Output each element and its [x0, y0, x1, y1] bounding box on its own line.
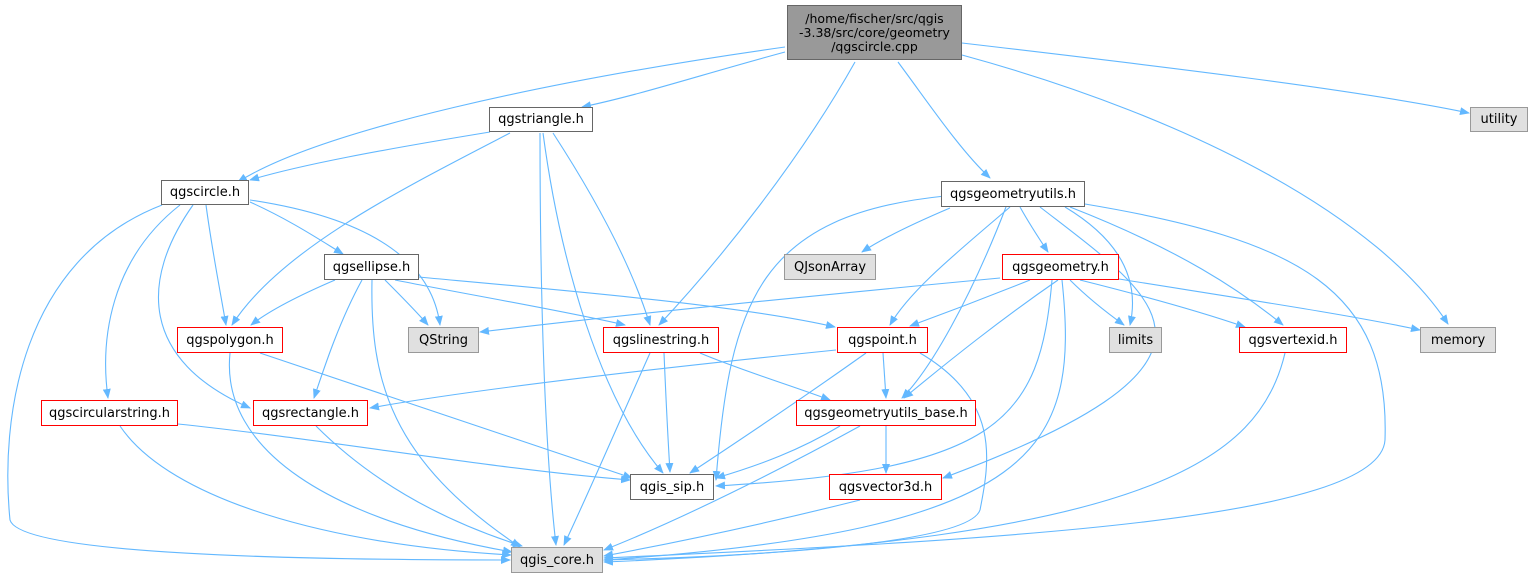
edge-qgsellipse-to-qgspolygon — [250, 279, 336, 326]
edge-qgsgeometry-to-qgspoint — [909, 279, 1031, 327]
edge-qgscircle-to-qgscircularstring — [102, 204, 181, 399]
edge-qgsgeometry-to-qgis-sip — [715, 279, 1053, 490]
node-qgsellipse[interactable]: qgsellipse.h — [324, 254, 419, 280]
node-utility[interactable]: utility — [1470, 107, 1528, 132]
edge-root-to-memory — [961, 54, 1449, 325]
edge-qgscircularstring-to-qgis-core — [119, 425, 512, 559]
node-qgsvertexid[interactable]: qgsvertexid.h — [1239, 327, 1347, 353]
node-qgslinestring[interactable]: qgslinestring.h — [603, 327, 719, 353]
edge-qgsgeometryutils-to-qgsgeometryutils-base — [901, 206, 1007, 399]
node-qgsvector3d[interactable]: qgsvector3d.h — [829, 474, 942, 500]
edge-qgspoint-to-qgis-sip — [689, 352, 867, 474]
edge-qgsgeometry-to-qgsvertexid — [1079, 279, 1246, 328]
edge-qgsellipse-to-qgsrectangle — [313, 279, 363, 399]
node-qstring[interactable]: QString — [408, 327, 479, 353]
edge-qgstriangle-to-qgslinestring — [552, 132, 652, 326]
edge-qgsellipse-to-qgis-core — [371, 279, 521, 548]
edge-qgscircle-to-qstring — [249, 199, 443, 326]
node-qgsgeometry[interactable]: qgsgeometry.h — [1002, 254, 1119, 280]
node-qjsonarray[interactable]: QJsonArray — [784, 254, 876, 280]
edge-root-to-qgsgeometryutils — [897, 61, 991, 179]
edge-qgslinestring-to-qgis-core — [563, 352, 651, 546]
edge-qgsgeometry-to-qstring — [479, 277, 1001, 335]
edge-qgsgeometryutils-to-qgspoint — [889, 206, 1011, 326]
edge-qgsgeometryutils-to-qgis-core — [603, 203, 1386, 562]
edge-qgsgeometryutils-to-qgis-sip — [712, 195, 946, 481]
node-qgsrectangle[interactable]: qgsrectangle.h — [253, 400, 368, 426]
node-root-qgscircle-cpp[interactable]: /home/fischer/src/qgis -3.38/src/core/ge… — [787, 5, 962, 60]
node-qgis-core[interactable]: qgis_core.h — [511, 547, 603, 573]
node-qgspolygon[interactable]: qgspolygon.h — [177, 327, 283, 353]
edge-qgslinestring-to-qgsgeometryutils-base — [699, 352, 831, 401]
edge-qgspoint-to-qgsrectangle — [369, 349, 837, 411]
edge-qgspoint-to-qgsgeometryutils-base — [881, 352, 890, 399]
edge-qgsgeometry-to-limits — [1069, 279, 1125, 326]
edge-qgspolygon-to-qgis-core — [228, 352, 513, 555]
node-qgscircularstring[interactable]: qgscircularstring.h — [41, 400, 178, 426]
edge-qgscircle-to-qgspolygon — [205, 204, 229, 326]
edge-qgspolygon-to-qgis-sip — [259, 352, 633, 479]
edge-qgsrectangle-to-qgis-core — [315, 425, 523, 548]
edge-qgscircle-to-qgsellipse — [249, 201, 344, 255]
node-qgsgeometryutils[interactable]: qgsgeometryutils.h — [941, 181, 1085, 207]
node-limits[interactable]: limits — [1109, 327, 1162, 353]
root-line-3: /qgscircle.cpp — [831, 38, 918, 54]
node-qgstriangle[interactable]: qgstriangle.h — [489, 107, 593, 132]
edge-qgsvector3d-to-qgis-core — [603, 499, 861, 559]
edge-qgsgeometry-to-qgis-core — [603, 279, 1066, 564]
root-line-2: -3.38/src/core/geometry — [799, 24, 950, 40]
edge-qgscircularstring-to-qgis-sip — [177, 423, 631, 484]
node-qgspoint[interactable]: qgspoint.h — [837, 327, 928, 353]
node-qgscircle[interactable]: qgscircle.h — [161, 180, 249, 205]
node-qgis-sip[interactable]: qgis_sip.h — [630, 474, 714, 500]
edge-qgsvertexid-to-qgis-core — [603, 352, 1286, 566]
edge-qgscircle-to-qgis-core — [7, 204, 511, 564]
edge-root-to-qgstriangle — [581, 51, 786, 110]
node-qgsgeometryutils-base[interactable]: qgsgeometryutils_base.h — [796, 400, 976, 426]
edge-qgspoint-to-qgis-core — [603, 352, 988, 564]
edge-qgsgeometryutils-to-qgsgeometry — [1019, 206, 1049, 253]
edge-qgstriangle-to-qgscircle — [249, 131, 491, 182]
edge-qgsgeometry-to-memory — [1118, 278, 1421, 333]
edge-qgstriangle-to-qgis-core — [539, 132, 559, 546]
edge-qgsgeometryutils-base-to-qgis-core — [603, 425, 861, 551]
edge-qgscircle-to-qgsrectangle — [158, 204, 251, 409]
edge-qgsgeometryutils-to-qgsvertexid — [1069, 206, 1284, 326]
edge-qgsgeometryutils-to-qjsonarray — [861, 207, 951, 253]
edge-qgstriangle-to-qgis-sip — [542, 132, 664, 474]
edge-qgstriangle-to-qgspolygon — [231, 132, 511, 326]
edge-qgslinestring-to-qgis-sip — [663, 352, 674, 473]
edge-root-to-utility — [961, 42, 1470, 116]
edge-qgsgeometryutils-base-to-qgis-sip — [715, 425, 841, 480]
edge-qgsellipse-to-qgspoint — [417, 276, 836, 329]
edge-qgsgeometryutils-to-limits — [1064, 206, 1136, 326]
edge-root-to-qgslinestring — [658, 61, 856, 326]
edge-root-to-qgscircle — [237, 46, 786, 183]
root-line-1: /home/fischer/src/qgis — [805, 10, 944, 26]
edge-qgsellipse-to-qgslinestring — [394, 279, 626, 327]
edge-qgsellipse-to-qstring — [384, 279, 429, 326]
node-memory[interactable]: memory — [1420, 327, 1496, 353]
edge-qgsgeometry-to-qgsgeometryutils-base — [903, 279, 1059, 399]
